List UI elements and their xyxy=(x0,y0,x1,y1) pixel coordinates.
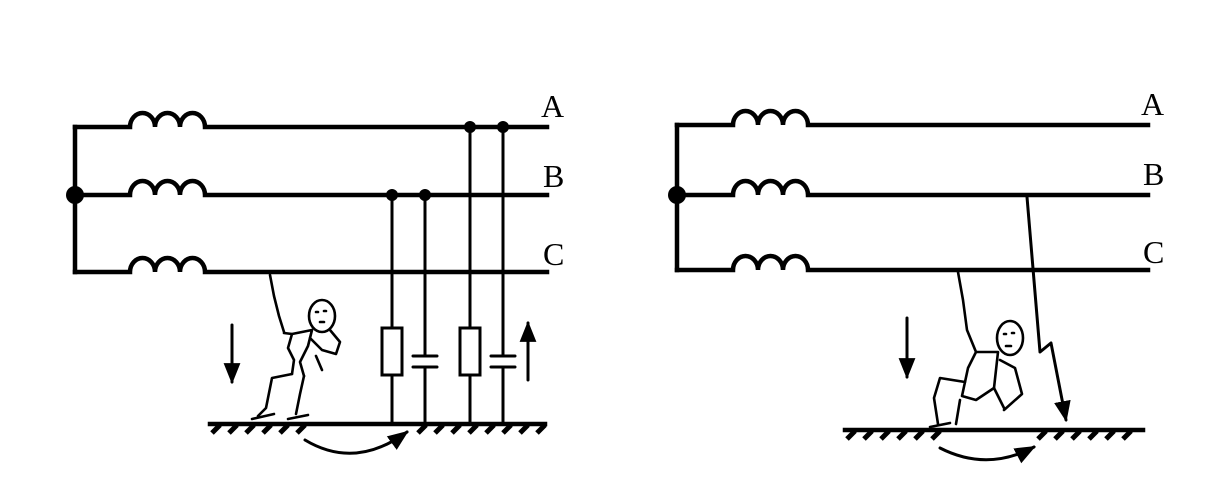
right-ground-hatching xyxy=(845,429,1133,441)
right-phase-c-line xyxy=(674,253,1151,273)
left-label-c: C xyxy=(543,236,564,272)
left-a-capacitor-branch xyxy=(489,125,517,424)
left-label-a: A xyxy=(541,88,564,124)
left-a-resistor xyxy=(458,326,482,377)
right-label-b: B xyxy=(1143,156,1164,192)
right-ground-current-arrow-icon xyxy=(938,445,1036,464)
left-phase-c-line xyxy=(72,255,550,275)
left-phase-a-line xyxy=(72,110,550,130)
left-a-resistor-branch xyxy=(458,125,482,424)
left-phase-b-line xyxy=(72,178,550,198)
left-person-figure xyxy=(250,273,342,421)
right-label-c: C xyxy=(1143,234,1164,270)
right-phase-a-line xyxy=(674,108,1151,128)
right-phase-b-line xyxy=(674,178,1151,198)
right-person-legs xyxy=(928,376,996,429)
right-person-arm xyxy=(992,358,1024,412)
left-person-body xyxy=(282,328,314,378)
left-person-legs xyxy=(250,372,310,421)
right-person-contact-arm xyxy=(956,270,978,354)
left-ground-current-arrow-icon xyxy=(303,430,409,455)
left-ground-hatching xyxy=(210,423,547,435)
left-b-resistor-branch xyxy=(380,193,404,424)
right-person-body xyxy=(963,350,1000,390)
right-person-head xyxy=(995,319,1025,357)
left-person-contact-arm xyxy=(268,273,286,334)
right-fault-lightning-icon xyxy=(1025,195,1071,423)
right-panel: A B C xyxy=(668,86,1164,464)
left-panel: A B C xyxy=(66,88,564,455)
right-person-figure xyxy=(928,270,1025,429)
left-label-b: B xyxy=(543,158,564,194)
left-person-arm xyxy=(308,328,342,372)
right-label-a: A xyxy=(1141,86,1164,122)
left-b-capacitor-branch xyxy=(411,193,439,424)
left-person-head xyxy=(307,298,337,334)
left-b-resistor xyxy=(380,326,404,377)
